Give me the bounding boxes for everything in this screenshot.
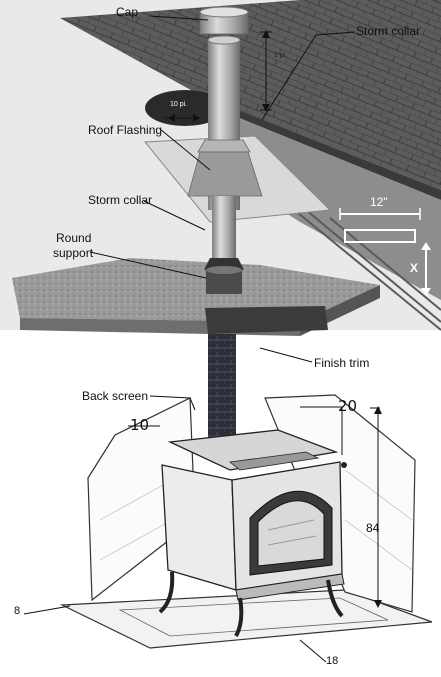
label-round-support-line1: Round: [56, 231, 92, 245]
chimney-pipe: [187, 6, 263, 294]
label-cap: Cap: [116, 5, 139, 19]
label-dimension-18: 18: [326, 655, 339, 667]
wood-stove: [158, 429, 347, 637]
chimney-connector: [208, 334, 236, 446]
label-roof-flashing: Roof Flashing: [88, 123, 163, 137]
finish-trim-box: [205, 306, 328, 334]
label-dimension-12: 12": [370, 195, 388, 209]
label-storm-collar-mid: Storm collar: [88, 193, 153, 207]
label-dimension-x: X: [410, 261, 419, 275]
label-back-screen: Back screen: [82, 389, 149, 403]
label-storm-collar-top: Storm collar: [356, 24, 421, 38]
label-finish-trim: Finish trim: [314, 356, 370, 370]
label-dimension-20: 20: [338, 397, 358, 415]
label-dimension-8: 8: [14, 605, 21, 617]
label-dimension-84: 84: [366, 521, 380, 535]
label-round-support-line2: support: [53, 246, 94, 260]
label-dimension-2pi: 2 pi.: [274, 52, 288, 59]
leader-lines: [23, 15, 380, 663]
label-dimension-10: 10: [130, 416, 150, 434]
dimension-arrowheads: [168, 30, 382, 608]
label-dimension-10pi: 10 pi.: [170, 101, 188, 108]
dimension-12-plate: [339, 208, 431, 296]
